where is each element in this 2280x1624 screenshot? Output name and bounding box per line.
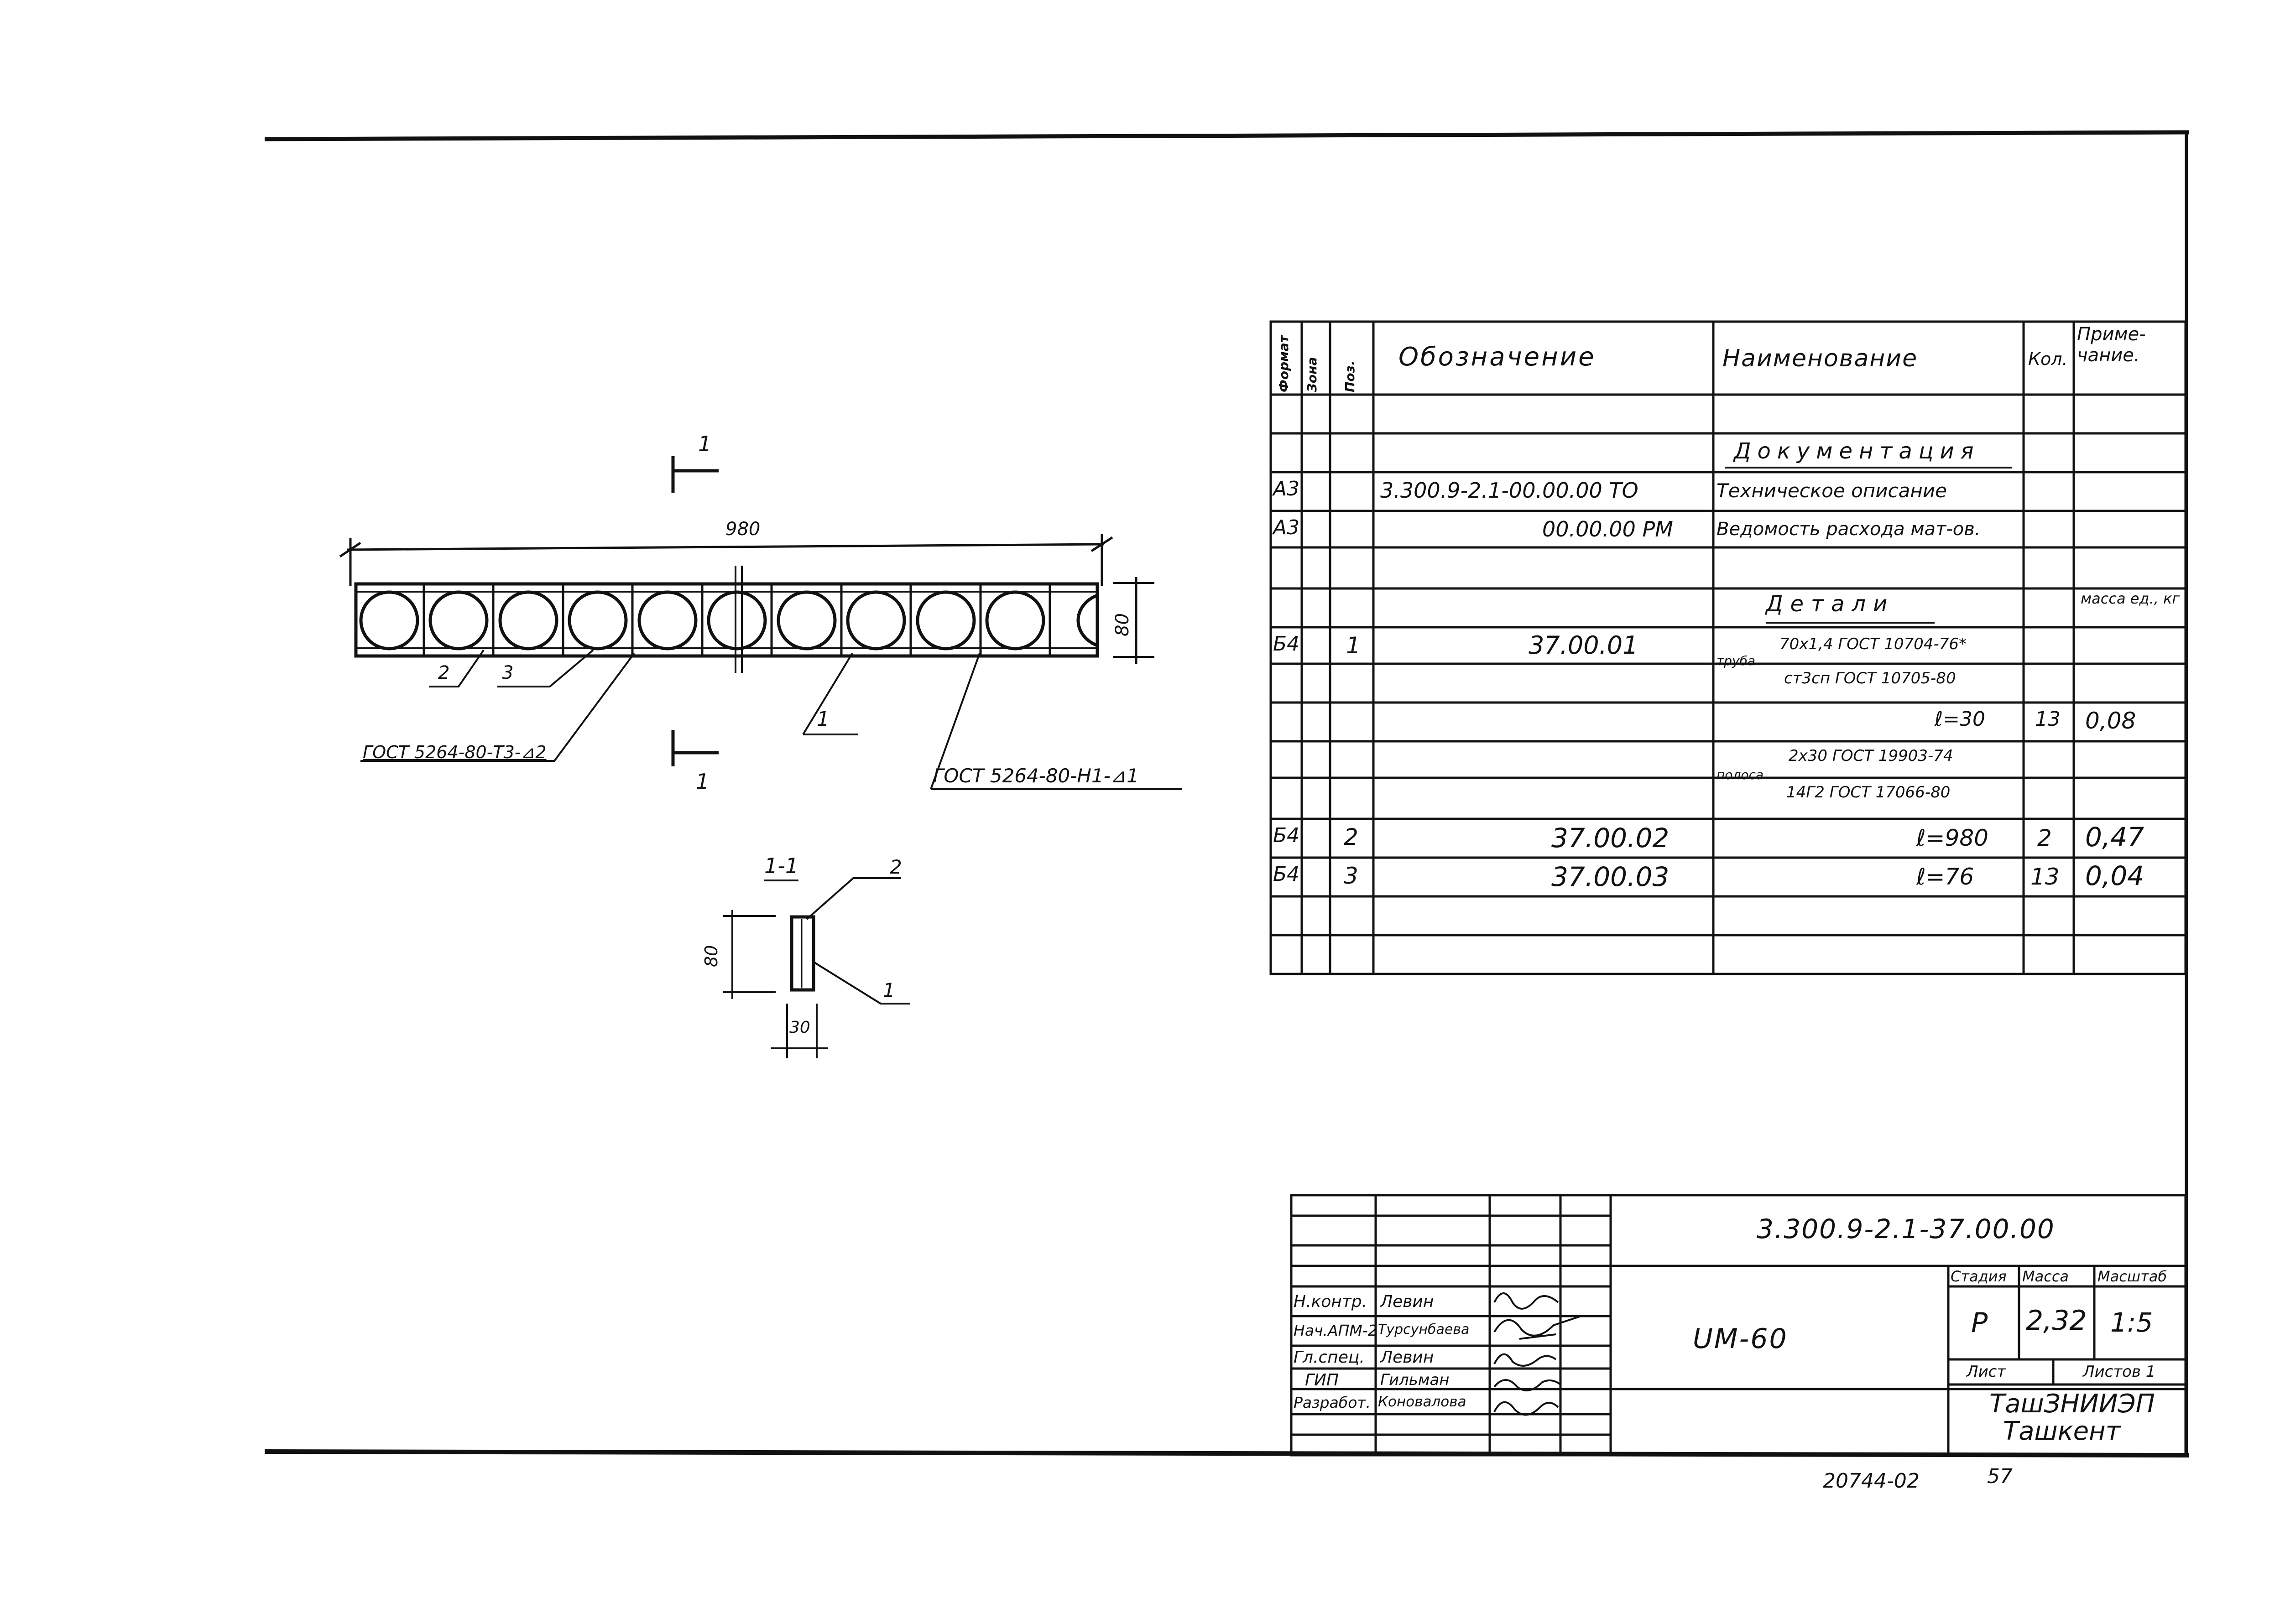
section-parts-title: Детали: [1766, 591, 1895, 617]
name-5: Коновалова: [1378, 1394, 1466, 1410]
part1-qty: 13: [2035, 708, 2061, 731]
part1-length: ℓ=30: [1935, 708, 1986, 731]
part2-designation: 37.00.02: [1551, 822, 1670, 854]
hdr-note: Приме-чание.: [2077, 324, 2146, 366]
doc2-name: Ведомость расхода мат-ов.: [1717, 519, 1981, 540]
part1-type2: полоса: [1717, 767, 1764, 782]
spec-table-grid: [1269, 320, 2187, 975]
doc1-name: Техническое описание: [1717, 479, 1947, 502]
hdr-qty: Кол.: [2028, 349, 2068, 369]
part1-material2-line2: 14Г2 ГОСТ 17066-80: [1786, 783, 1951, 802]
hdr-zone: Зона: [1304, 357, 1320, 392]
dim-height: 80: [1112, 613, 1133, 636]
sec-dim-height: 80: [701, 945, 721, 967]
role-1: Н.контр.: [1294, 1292, 1367, 1311]
stage-value: Р: [1971, 1307, 1988, 1339]
part1-type1: труба: [1717, 653, 1756, 668]
weld-note-left: ГОСТ 5264-80-Т3-⊿2: [363, 742, 547, 762]
mass-label: Масса: [2022, 1268, 2069, 1285]
part1-pos: 1: [1346, 632, 1361, 659]
org-line1: ТашЗНИИЭП: [1989, 1389, 2155, 1419]
org-line2: Ташкент: [2003, 1416, 2121, 1446]
sec-callout-1: 1: [883, 979, 895, 1001]
part2-qty: 2: [2037, 825, 2052, 851]
weld-note-right: ГОСТ 5264-80-Н1-⊿1: [933, 765, 1139, 787]
section-title: 1-1: [764, 854, 799, 878]
callout-2: 2: [438, 662, 450, 683]
section-docs-title: Документация: [1734, 438, 1980, 464]
doc2-designation: 00.00.00 РМ: [1542, 517, 1673, 541]
archive-number: 20744-02: [1823, 1469, 1920, 1493]
sec-callout-2: 2: [890, 856, 902, 878]
section-view: [723, 877, 910, 1058]
scale-value: 1:5: [2110, 1307, 2153, 1338]
section-mark-bottom: 1: [696, 769, 710, 794]
part3-designation: 37.00.03: [1551, 861, 1670, 892]
mass-value: 2,32: [2026, 1305, 2087, 1337]
scale-label: Масштаб: [2097, 1268, 2167, 1285]
part2-format: Б4: [1273, 824, 1300, 847]
hdr-format: Формат: [1276, 335, 1291, 392]
name-4: Гильман: [1380, 1371, 1450, 1389]
dim-length: 980: [725, 519, 761, 540]
elevation-view: [339, 456, 1182, 790]
stage-label: Стадия: [1951, 1268, 2007, 1285]
part1-material1-line1: 70x1,4 ГОСТ 10704-76*: [1779, 635, 1967, 653]
product-name: UM-60: [1693, 1323, 1788, 1355]
hdr-pos: Поз.: [1342, 360, 1357, 392]
role-4: ГИП: [1305, 1371, 1339, 1390]
part2-mass: 0,47: [2085, 822, 2144, 853]
part2-pos: 2: [1344, 824, 1358, 850]
title-block-grid: [1290, 1194, 2187, 1457]
sheet-label: Лист: [1967, 1363, 2006, 1381]
name-1: Левин: [1380, 1292, 1434, 1311]
callout-3: 3: [502, 662, 514, 683]
part1-designation: 37.00.01: [1529, 631, 1638, 660]
signatures: [1493, 1292, 1581, 1416]
doc2-format: А3: [1273, 516, 1300, 539]
doc1-designation: 3.300.9-2.1-00.00.00 ТО: [1380, 478, 1638, 503]
name-3: Левин: [1380, 1348, 1434, 1367]
section-mark-top: 1: [698, 432, 712, 456]
parts-note-header: масса ед., кг: [2081, 590, 2180, 607]
role-2: Нач.АПМ-2: [1294, 1322, 1377, 1339]
part1-material1-line2: ст3сп ГОСТ 10705-80: [1784, 669, 1956, 687]
top-border: [264, 130, 2189, 141]
doc1-format: А3: [1273, 477, 1300, 500]
callout-1: 1: [817, 708, 830, 731]
part2-length: ℓ=980: [1916, 825, 1988, 851]
part3-format: Б4: [1273, 863, 1300, 886]
part1-material2-line1: 2x30 ГОСТ 19903-74: [1789, 747, 1953, 765]
part3-qty: 13: [2030, 864, 2060, 890]
role-5: Разработ.: [1294, 1394, 1371, 1411]
part1-mass: 0,08: [2085, 708, 2136, 734]
hdr-name: Наименование: [1722, 345, 1918, 372]
part3-mass: 0,04: [2085, 860, 2144, 891]
part3-pos: 3: [1344, 863, 1358, 889]
role-3: Гл.спец.: [1294, 1348, 1365, 1367]
name-2: Турсунбаева: [1378, 1322, 1470, 1338]
page-number: 57: [1987, 1465, 2013, 1488]
part1-format: Б4: [1273, 632, 1300, 656]
sec-dim-width: 30: [789, 1018, 810, 1037]
sheets-label: Листов 1: [2083, 1363, 2156, 1381]
document-code: 3.300.9-2.1-37.00.00: [1757, 1213, 2055, 1244]
hdr-designation: Обозначение: [1398, 342, 1596, 372]
part3-length: ℓ=76: [1916, 864, 1974, 890]
